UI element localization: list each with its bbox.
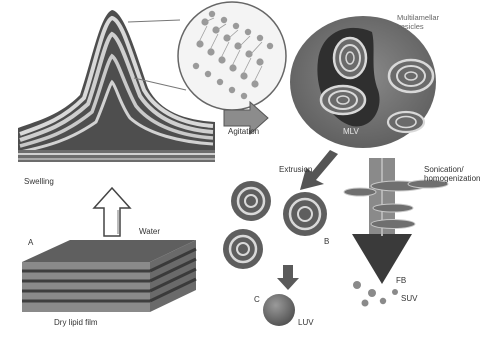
label-luv: LUV (298, 319, 314, 328)
label-suv: SUV (401, 295, 417, 304)
label-mlv: MLV (343, 128, 359, 137)
label-swelling: Swelling (24, 178, 54, 187)
label-dry-lipid-film: Dry lipid film (54, 319, 98, 328)
label-agitation: Agitation (228, 128, 259, 137)
bilayer-magnifier (128, 2, 286, 110)
suv-particles (353, 281, 398, 307)
luv-sphere (263, 294, 295, 326)
dry-lipid-film-stack (22, 240, 196, 312)
label-water: Water (139, 228, 160, 237)
label-panel-b: B (324, 238, 329, 247)
water-arrow (94, 188, 130, 236)
luv-down-arrow (277, 265, 299, 290)
label-panel-a: A (28, 239, 33, 248)
label-sonication: Sonication/ homogenization (424, 166, 498, 184)
extruded-vesicle-3 (223, 229, 263, 269)
label-extrusion: Extrusion (279, 166, 312, 175)
mlv-vesicle-4 (388, 112, 424, 132)
mlv-vesicle-1 (334, 38, 366, 78)
label-fb: FB (396, 277, 406, 286)
mlv-vesicle-3 (389, 60, 433, 92)
label-multilamellar-vesicles: Multilamellar vesicles (397, 14, 465, 31)
extruded-vesicles (223, 181, 327, 269)
extruded-vesicle-1 (231, 181, 271, 221)
label-panel-c: C (254, 296, 260, 305)
mlv-vesicle-2 (321, 86, 365, 114)
extruded-vesicle-2 (283, 192, 327, 236)
mlv-blob (290, 16, 436, 148)
fragmented-bilayer-discs (344, 180, 448, 229)
